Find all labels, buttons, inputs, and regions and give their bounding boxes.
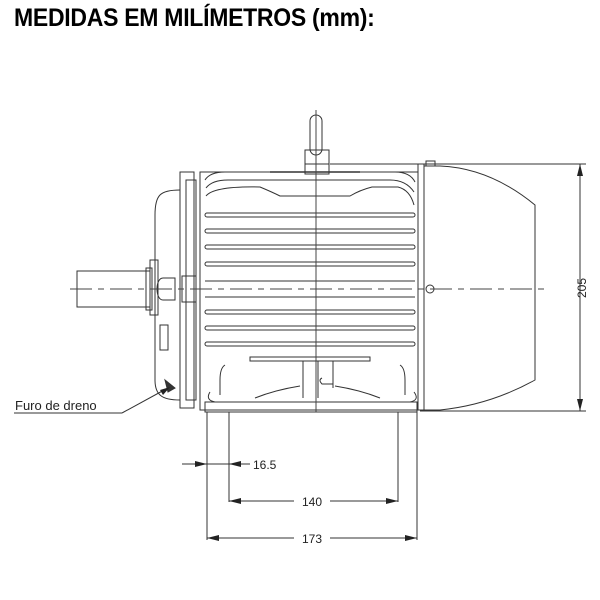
drain-hole-leader <box>14 388 167 414</box>
lifting-eye <box>270 114 360 175</box>
height-dimension <box>330 163 586 412</box>
dimension-height-label: 205 <box>575 278 589 298</box>
dimension-foot-offset-label: 16.5 <box>253 458 277 472</box>
dimension-foot-hole-spacing-label: 140 <box>302 495 322 509</box>
page-title: MEDIDAS EM MILÍMETROS (mm): <box>14 4 375 32</box>
drain-hole-label: Furo de dreno <box>15 398 97 413</box>
frame-body <box>199 171 419 413</box>
dimension-foot-width-label: 173 <box>302 532 322 546</box>
fan-cover <box>423 165 536 411</box>
